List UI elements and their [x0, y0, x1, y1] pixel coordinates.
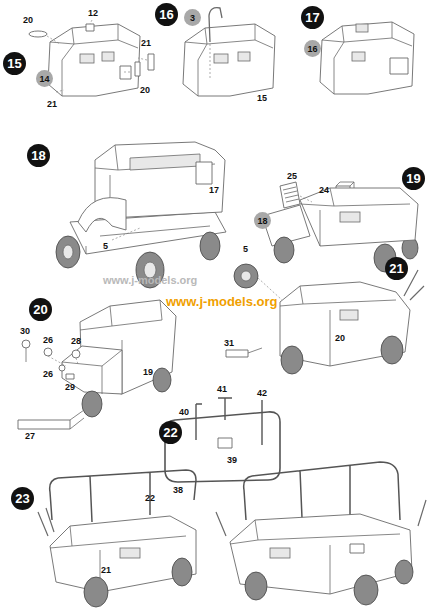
- part-number: 29: [65, 383, 75, 392]
- step-number-circle: 21: [385, 257, 408, 280]
- callout-number: 15: [7, 56, 21, 71]
- part-number-circle: 3: [184, 9, 201, 26]
- callout-number: 16: [159, 7, 173, 22]
- part-number: 40: [179, 408, 189, 417]
- vehicle-step18: [56, 142, 226, 288]
- step-number-circle: 16: [155, 3, 178, 26]
- callout-number: 23: [15, 491, 29, 506]
- step-number-circle: 19: [402, 167, 425, 190]
- vehicle-step23-right: [216, 462, 426, 605]
- step-number-circle: 15: [3, 52, 26, 75]
- part-number: 24: [319, 186, 329, 195]
- callout-number: 19: [406, 171, 420, 186]
- callout-number: 3: [190, 13, 195, 23]
- frame-step22: [165, 398, 280, 482]
- callout-number: 18: [31, 148, 45, 163]
- part-number: 25: [287, 172, 297, 181]
- part-number: 20: [335, 334, 345, 343]
- watermark: www.j-models.org: [166, 294, 277, 309]
- part-number: 28: [71, 337, 81, 346]
- part-number: 20: [23, 16, 33, 25]
- part-number: 26: [43, 370, 53, 379]
- part-number: 5: [103, 242, 108, 251]
- part-number: 15: [257, 94, 267, 103]
- part-number: 22: [145, 494, 155, 503]
- part-number-circle: 16: [304, 40, 321, 57]
- vehicle-step23-left: [38, 470, 196, 607]
- callout-number: 20: [33, 302, 47, 317]
- step-number-circle: 22: [159, 421, 182, 444]
- part-number: 41: [217, 385, 227, 394]
- part-number: 30: [20, 327, 30, 336]
- callout-number: 22: [163, 425, 177, 440]
- part-number: 5: [243, 245, 248, 254]
- part-number: 31: [224, 339, 234, 348]
- part-number: 21: [141, 39, 151, 48]
- step-number-circle: 23: [11, 487, 34, 510]
- part-number: 26: [43, 336, 53, 345]
- hull-step15: [29, 20, 154, 96]
- part-number: 21: [47, 100, 57, 109]
- part-number: 38: [173, 486, 183, 495]
- callout-number: 18: [257, 216, 267, 226]
- watermark: www.j-models.org: [103, 274, 197, 286]
- part-number: 17: [209, 186, 219, 195]
- callout-number: 21: [389, 261, 403, 276]
- part-number: 42: [257, 389, 267, 398]
- hull-step16: [183, 8, 275, 96]
- callout-number: 16: [307, 44, 317, 54]
- step-number-circle: 18: [27, 144, 50, 167]
- part-number: 20: [140, 86, 150, 95]
- hull-step17: [320, 22, 414, 196]
- part-number-circle: 18: [254, 212, 271, 229]
- part-number: 27: [25, 432, 35, 441]
- step-number-circle: 20: [29, 298, 52, 321]
- callout-number: 14: [39, 74, 49, 84]
- part-number: 19: [143, 368, 153, 377]
- vehicle-step21: [226, 264, 424, 374]
- step-number-circle: 17: [301, 6, 324, 29]
- part-number-circle: 14: [36, 70, 53, 87]
- part-number: 21: [101, 566, 111, 575]
- callout-number: 17: [305, 10, 319, 25]
- part-number: 39: [227, 456, 237, 465]
- part-number: 12: [88, 9, 98, 18]
